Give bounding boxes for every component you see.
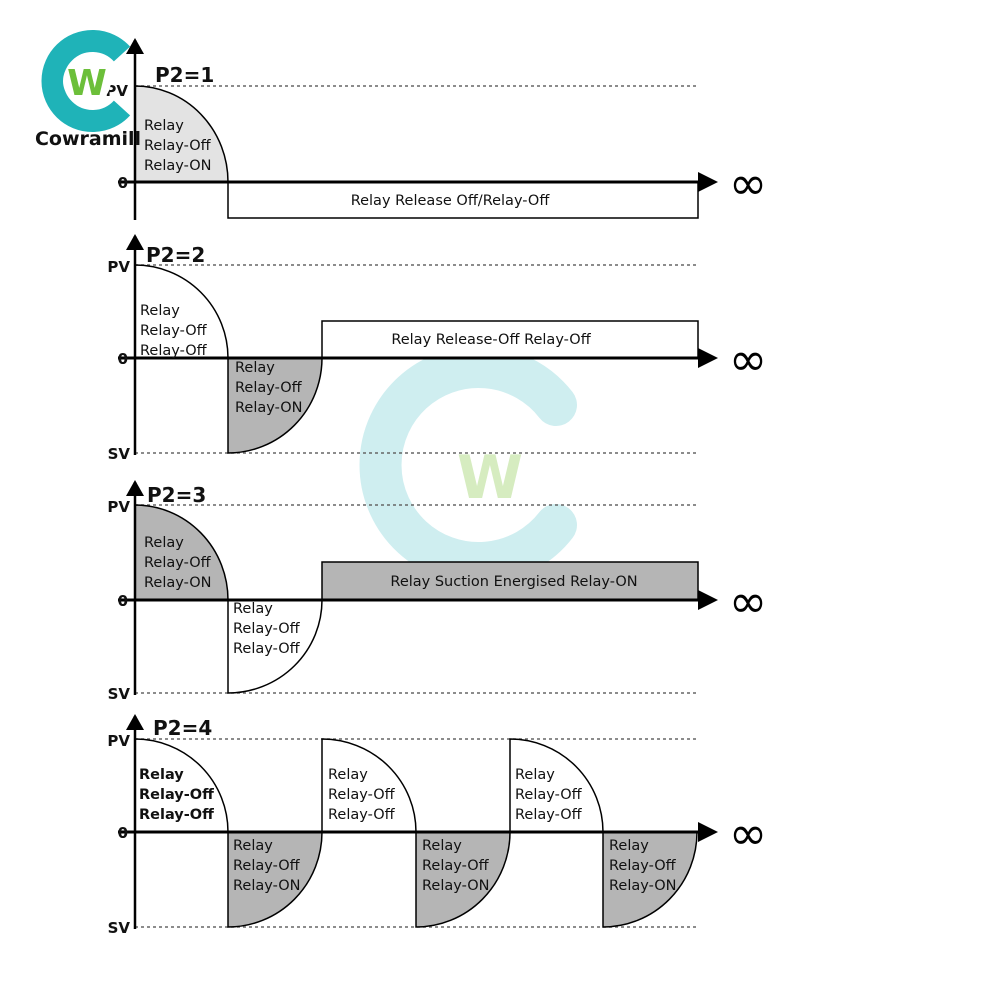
brand-name: Cowramill (35, 128, 141, 150)
x-axis-arrow-icon (698, 172, 718, 192)
pulse-label-line: Relay-ON (233, 878, 300, 894)
pulse-label-line: Relay (609, 838, 649, 854)
pulse-label-line: Relay-Off (515, 807, 583, 823)
pulse-label-line: Relay (233, 601, 273, 617)
band-label: Relay Suction Energised Relay-ON (390, 574, 637, 590)
panel-title: P2=4 (153, 716, 212, 740)
pulse-label-line: Relay-Off (235, 380, 303, 396)
pulse-label-line: Relay (422, 838, 462, 854)
release-band (321, 320, 699, 359)
pulse-label-line: Relay-Off (140, 343, 208, 359)
pulse-label-line: Relay-ON (144, 158, 211, 174)
sv-label: SV (108, 685, 131, 703)
pv-label: PV (107, 258, 130, 276)
pulse-below-shape (227, 831, 323, 928)
panel-p2-1: ∞ PV 0 P2=1 Relay Relay-Off Relay-ON Rel… (105, 38, 767, 220)
zero-label: 0 (118, 174, 128, 192)
pv-label: PV (105, 82, 128, 100)
pulse-label-line: Relay (144, 535, 184, 551)
pulse-label-line: Relay (233, 838, 273, 854)
panel-title: P2=2 (146, 243, 205, 267)
x-axis-arrow-icon (698, 822, 718, 842)
panel-p2-2: ∞ PV 0 SV P2=2 Relay Relay-Off Relay-Off… (107, 234, 767, 463)
panel-title: P2=3 (147, 483, 206, 507)
pulse-label-line: Relay-Off (140, 323, 208, 339)
pulse-above-shape (321, 738, 417, 833)
pulse-label-line: Relay-Off (233, 621, 301, 637)
pulse-below-shape (227, 357, 323, 454)
panel-p2-4: ∞ PV 0 SV P2=4 Relay Relay-Off Relay-Off… (107, 714, 767, 937)
pulse-below-shape (602, 831, 698, 928)
pulse-label-line: Relay-ON (235, 400, 302, 416)
pulse-label-line: Relay-Off (328, 807, 396, 823)
pulse-label-line: Relay (139, 767, 184, 783)
sv-label: SV (108, 445, 131, 463)
pulse-above-shape (509, 738, 604, 833)
infinity-symbol: ∞ (729, 806, 767, 860)
pv-label: PV (107, 732, 130, 750)
pulse-label-line: Relay-Off (139, 787, 214, 803)
pulse-label-line: Relay-Off (515, 787, 583, 803)
pulse-label-line: Relay-Off (144, 138, 212, 154)
band-label: Relay Release-Off Relay-Off (391, 332, 591, 348)
pulse-label-line: Relay-Off (233, 858, 301, 874)
infinity-symbol: ∞ (729, 574, 767, 628)
zero-label: 0 (118, 824, 128, 842)
infinity-symbol: ∞ (729, 156, 767, 210)
zero-label: 0 (118, 592, 128, 610)
pulse-label-line: Relay (235, 360, 275, 376)
pulse-label-line: Relay (515, 767, 555, 783)
pulse-label-line: Relay-Off (328, 787, 396, 803)
x-axis-arrow-icon (698, 590, 718, 610)
pulse-below-shape (415, 831, 511, 928)
pulse-label-line: Relay-Off (139, 807, 214, 823)
pulse-above-shape (134, 264, 229, 359)
pulse-label-line: Relay (140, 303, 180, 319)
pulse-label-line: Relay (328, 767, 368, 783)
pulse-below-shape (227, 599, 323, 694)
zero-label: 0 (118, 350, 128, 368)
pulse-label-line: Relay-ON (422, 878, 489, 894)
pulse-label-line: Relay (144, 118, 184, 134)
brand-logo: W Cowramill (35, 30, 141, 150)
band-label: Relay Release Off/Relay-Off (351, 193, 551, 209)
pulse-label-line: Relay-Off (609, 858, 677, 874)
pulse-label-line: Relay-Off (422, 858, 490, 874)
pulse-label-line: Relay-ON (144, 575, 211, 591)
pv-label: PV (107, 498, 130, 516)
pulse-label-line: Relay-Off (144, 555, 212, 571)
pulse-above-shape (134, 504, 229, 601)
panel-p2-3: ∞ PV 0 SV P2=3 Relay Relay-Off Relay-ON … (107, 480, 767, 703)
panel-title: P2=1 (155, 63, 214, 87)
watermark-w-letter: W (457, 443, 523, 513)
pulse-label-line: Relay-Off (233, 641, 301, 657)
sv-label: SV (108, 919, 131, 937)
x-axis-arrow-icon (698, 348, 718, 368)
w-logo-letter: W (67, 63, 107, 104)
c-ring-icon (41, 30, 131, 132)
pulse-above-shape (134, 85, 229, 183)
pulse-above-shape (134, 738, 229, 833)
infinity-symbol: ∞ (729, 332, 767, 386)
pulse-label-line: Relay-ON (609, 878, 676, 894)
